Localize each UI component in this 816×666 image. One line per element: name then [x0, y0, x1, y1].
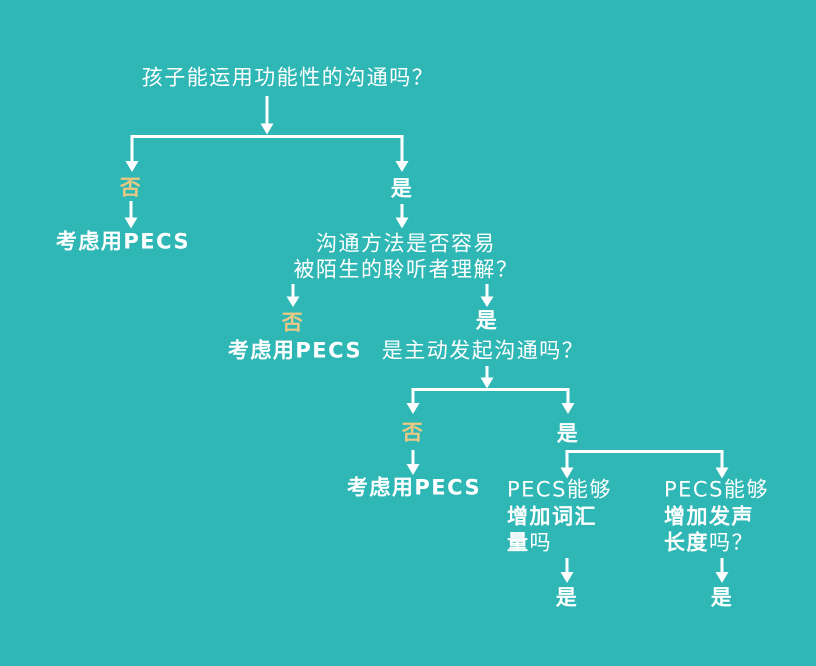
outcome-consider-pecs-2: 考虑用PECS — [227, 338, 363, 363]
arrow-no3-to-pecs-head — [406, 464, 420, 475]
arrow-no1-to-pecs-head — [124, 217, 138, 229]
branch4-elbow-line — [565, 450, 724, 468]
branch1-elbow — [125, 135, 409, 172]
branch2-yes-label: 是 — [475, 308, 499, 333]
arrow-q3-down-head — [480, 377, 494, 389]
utterance-line3-rest: 吗？ — [709, 530, 754, 555]
arrow-q3-down — [480, 366, 494, 389]
arrow-no1-to-pecs — [124, 201, 138, 229]
branch3-yes-label: 是 — [556, 421, 580, 446]
branch3-elbow — [406, 388, 575, 414]
branch1-elbow-head-yes — [395, 161, 409, 172]
answer-yes-vocabulary: 是 — [555, 585, 579, 610]
arrow-q1-down-head — [260, 123, 274, 135]
question-functional-communication: 孩子能运用功能性的沟通吗？ — [141, 65, 435, 90]
branch1-no-label: 否 — [119, 175, 143, 200]
branch3-elbow-line — [411, 388, 570, 403]
arrow-vocab-to-yes-head — [560, 572, 574, 583]
arrow-q1-down — [260, 96, 274, 135]
question-understood-by-strangers-line1: 沟通方法是否容易 — [316, 231, 496, 256]
branch1-elbow-head-no — [125, 161, 139, 172]
question-pecs-increase-utterance-line2: 增加发声 — [664, 504, 754, 529]
question-initiates-communication: 是主动发起沟通吗？ — [381, 338, 585, 363]
arrow-q2-to-yes2-head — [480, 296, 494, 307]
arrow-yes1-to-q2 — [395, 204, 409, 229]
question-pecs-increase-vocabulary-line1: PECS能够 — [507, 477, 612, 502]
arrow-speech-to-yes-head — [715, 572, 729, 583]
arrow-no3-to-pecs — [406, 450, 420, 475]
vocabulary-line3-emphasis: 量 — [507, 530, 530, 555]
question-pecs-increase-utterance-line1: PECS能够 — [664, 477, 769, 502]
arrow-vocab-to-yes — [560, 558, 574, 583]
question-understood-by-strangers-line2: 被陌生的聆听者理解？ — [293, 257, 519, 282]
arrow-q2-to-no2 — [286, 284, 300, 307]
question-pecs-increase-vocabulary-line2: 增加词汇 — [507, 504, 597, 529]
utterance-line3-emphasis: 长度 — [664, 530, 709, 555]
arrow-speech-to-yes — [715, 558, 729, 583]
branch4-elbow — [560, 450, 729, 479]
question-pecs-increase-vocabulary-line3: 量吗 — [507, 530, 552, 555]
branch1-elbow-line — [130, 135, 404, 161]
branch2-no-label: 否 — [281, 310, 305, 335]
question-pecs-increase-utterance-line3: 长度吗？ — [664, 530, 754, 555]
answer-yes-utterance: 是 — [710, 585, 734, 610]
arrow-q2-to-yes2 — [480, 284, 494, 307]
arrow-q2-to-no2-head — [286, 296, 300, 307]
branch3-elbow-head-yes — [561, 403, 575, 414]
branch1-yes-label: 是 — [390, 176, 414, 201]
arrow-yes1-to-q2-head — [395, 217, 409, 229]
outcome-consider-pecs-3: 考虑用PECS — [346, 475, 482, 500]
branch3-no-label: 否 — [401, 420, 425, 445]
outcome-consider-pecs-1: 考虑用PECS — [55, 229, 191, 254]
vocabulary-line3-rest: 吗 — [529, 530, 552, 555]
branch3-elbow-head-no — [406, 403, 420, 414]
